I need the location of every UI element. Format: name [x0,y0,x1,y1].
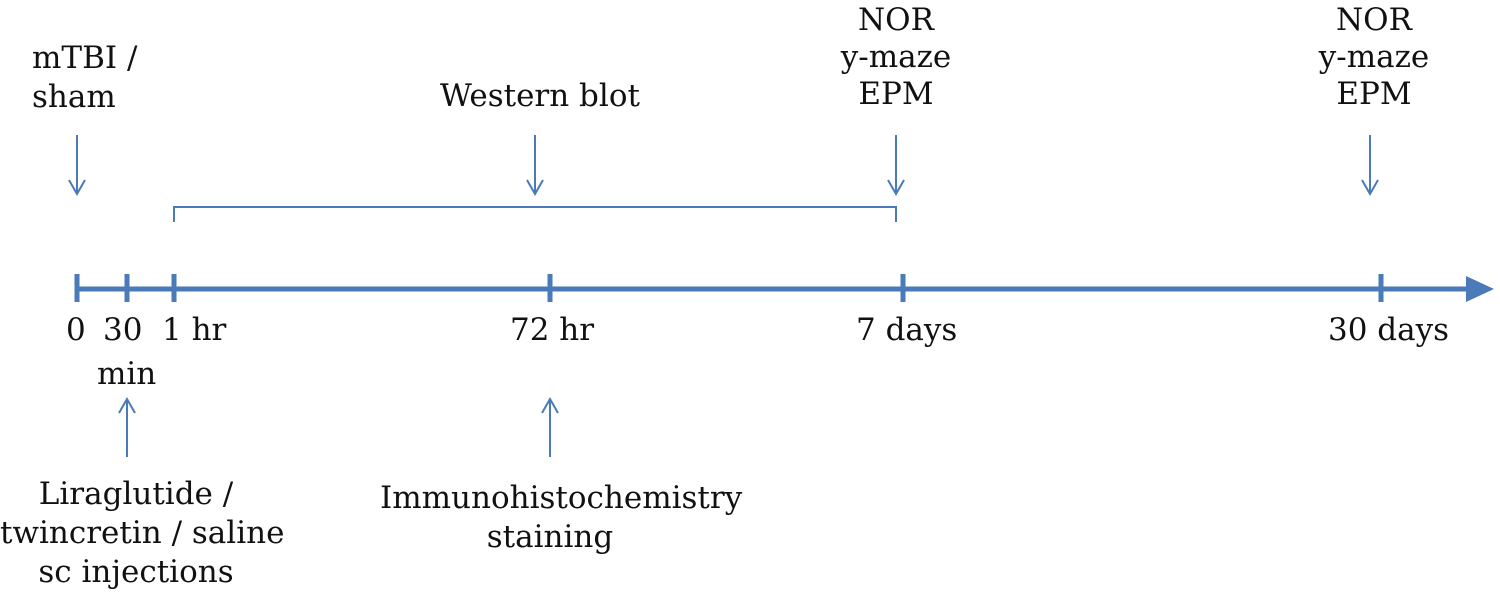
behavior-30d-arrow [1361,135,1379,197]
behavior-7d-line-1: NOR [858,2,934,38]
western-blot-arrow [526,135,544,197]
behavior-30d-line-3: EPM [1336,76,1412,112]
treatment-line-1: Liraglutide / [38,476,234,512]
western-blot-label: Western blot [435,80,645,113]
injury-line-1: mTBI / [32,40,138,76]
tick-label-1hr: 1 hr [162,312,227,348]
behavior-30d-line-2: y-maze [1318,39,1430,75]
injury-label: mTBI / sham [32,42,137,114]
behavior-7d-label: NOR y-maze EPM [836,4,956,111]
tick-label-0: 0 [66,312,86,348]
tick-label-min: min [97,356,157,392]
behavior-30d-label: NOR y-maze EPM [1314,4,1434,111]
tick-label-30days: 30 days [1328,312,1450,348]
western-blot-text: Western blot [440,78,640,114]
tick-label-7days: 7 days [856,312,958,348]
behavior-7d-arrow [887,135,905,197]
treatment-line-2: twincretin / saline [0,515,285,551]
injury-arrow [68,135,86,197]
western-blot-bracket [173,206,897,222]
behavior-30d-line-1: NOR [1336,2,1412,38]
treatment-label: Liraglutide / twincretin / saline sc inj… [0,476,285,590]
ihc-arrow [541,396,559,457]
ihc-line-1: Immunohistochemistry [380,480,743,516]
behavior-7d-line-3: EPM [858,76,934,112]
timeline-arrowhead [1466,276,1494,302]
treatment-line-3: sc injections [38,554,234,590]
ihc-label: Immunohistochemistry staining [380,480,743,555]
tick-label-72hr: 72 hr [510,312,595,348]
behavior-7d-line-2: y-maze [840,39,952,75]
tick-label-30: 30 [103,312,143,348]
ihc-line-2: staining [486,519,614,555]
treatment-arrow [118,396,136,457]
injury-line-2: sham [32,79,116,115]
